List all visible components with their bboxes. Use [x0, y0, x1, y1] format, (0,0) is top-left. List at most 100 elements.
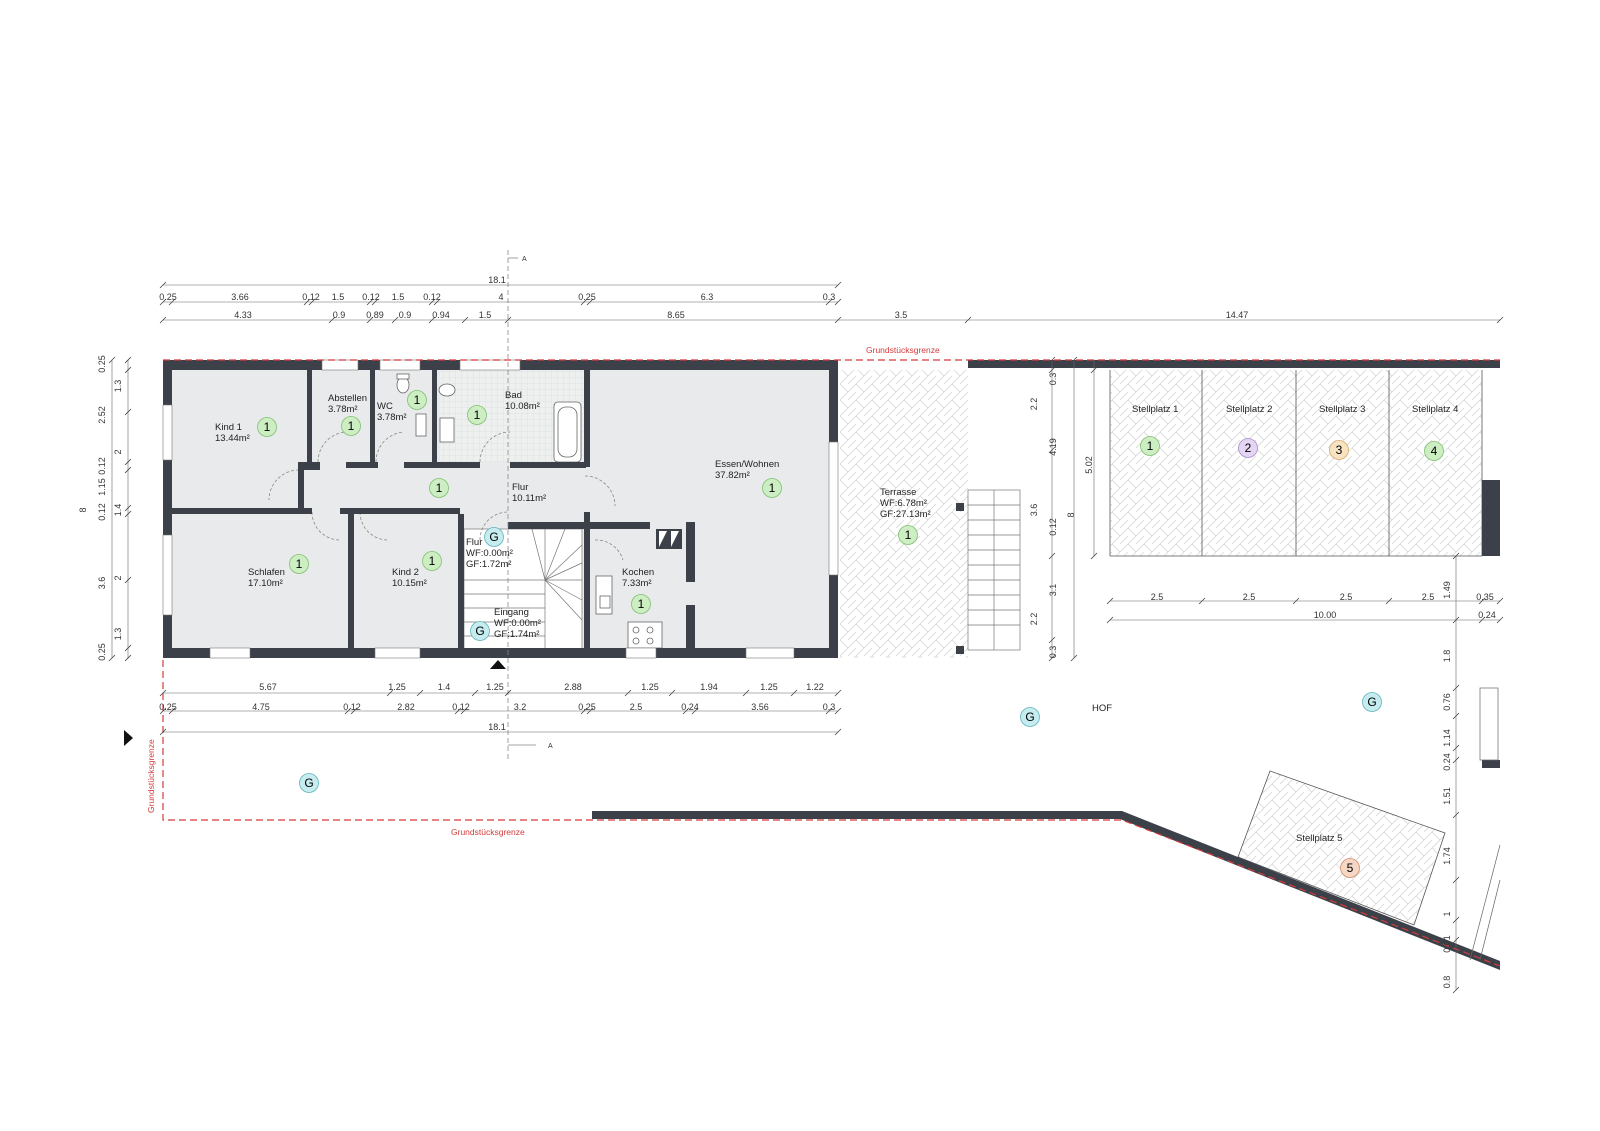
sink-bad [439, 417, 455, 443]
dimension-tick [586, 707, 594, 715]
dim-top1-0: 0.25 [159, 292, 177, 302]
dimension-tick [366, 298, 374, 306]
dim-park-2: 2.5 [1340, 592, 1353, 602]
dimension-tick [1452, 684, 1460, 692]
room-wc-area: 3.78m² [377, 412, 407, 423]
dim-bot1-0: 5.67 [259, 682, 277, 692]
badge-parking-4: 4 [1424, 441, 1444, 461]
dimension-tick [303, 298, 311, 306]
dim-top1-10: 0.3 [823, 292, 836, 302]
dimension-tick [1452, 811, 1460, 819]
dimension-tick [1452, 756, 1460, 764]
parking-1-name: Stellplatz 1 [1132, 404, 1178, 415]
dim-bot1-5: 1.25 [641, 682, 659, 692]
dimension-tick [460, 707, 468, 715]
room-terrasse-gf: GF:27.13m² [880, 509, 931, 520]
badge-flur2: G [484, 527, 504, 547]
dim-court-a-2: 3.6 [1029, 504, 1039, 517]
svg-text:1: 1 [769, 481, 776, 495]
room-abstellen-name: Abstellen [328, 393, 367, 404]
dim-edge-2: 0.76 [1442, 693, 1452, 711]
vertical-dimension-texts: 8 0.25 0.12 1.15 0.12 0.25 1.3 2.52 2 1.… [78, 355, 1452, 988]
dim-court-a-1: 2.2 [1029, 398, 1039, 411]
dimension-tick [1496, 316, 1504, 324]
property-line-label-left: Grundstücksgrenze [146, 739, 156, 813]
dimension-tick [1452, 876, 1460, 884]
property-line-label-bottom: Grundstücksgrenze [451, 827, 525, 837]
svg-text:4: 4 [1431, 444, 1438, 458]
dimension-tick [1292, 597, 1300, 605]
dimension-tick [682, 707, 690, 715]
dimension-tick [168, 707, 176, 715]
badge-parking-5: 5 [1340, 858, 1360, 878]
dimension-lines [111, 284, 1500, 990]
dimension-tick [124, 510, 132, 518]
room-abstellen-area: 3.78m² [328, 404, 358, 415]
dim-bot2-4: 0.12 [452, 702, 470, 712]
dim-left-i-3: 1.4 [113, 504, 123, 517]
dimension-tick [124, 644, 132, 652]
dimension-tick [159, 316, 167, 324]
dim-top2-8: 14.47 [1226, 310, 1249, 320]
dim-top1-2: 0.12 [302, 292, 320, 302]
room-kind1-name: Kind 1 [215, 422, 242, 433]
room-bad-area: 10.08m² [505, 401, 540, 412]
dim-bot2-2: 0.12 [343, 702, 361, 712]
dim-bot2-6: 0.25 [578, 702, 596, 712]
property-line: Grundstücksgrenze Grundstücksgrenze Grun… [146, 345, 1501, 967]
dim-court-b-3: 8 [1066, 512, 1076, 517]
dim-edge-7: 1 [1442, 911, 1452, 916]
dimension-tick [1048, 366, 1056, 374]
dimension-tick [308, 298, 316, 306]
badges: 1 1 1 1 1 1 1 1 1 1 G G 1 2 3 4 5 G G G [257, 390, 1444, 878]
svg-text:1: 1 [296, 557, 303, 571]
parking-4-name: Stellplatz 4 [1412, 404, 1458, 415]
dimension-tick [1070, 654, 1078, 662]
dim-park-3: 2.5 [1422, 592, 1435, 602]
dim-top2-7: 3.5 [895, 310, 908, 320]
dim-bot2-9: 3.56 [751, 702, 769, 712]
dimension-texts: 18.1 0.25 3.66 0.12 1.5 0.12 1.5 0.12 4 … [159, 275, 1496, 732]
dim-top2-0: 4.33 [234, 310, 252, 320]
dim-top2-4: 0.94 [432, 310, 450, 320]
dimension-tick [586, 298, 594, 306]
dim-top1-9: 6.3 [701, 292, 714, 302]
dim-edge-3: 1.14 [1442, 729, 1452, 747]
dim-bot1-1: 1.25 [388, 682, 406, 692]
room-flur2-gf: GF:1.72m² [466, 559, 511, 570]
room-labels: Kind 1 13.44m² Abstellen 3.78m² WC 3.78m… [215, 390, 1458, 844]
dimension-tick [668, 689, 676, 697]
dimension-tick [159, 298, 167, 306]
dimension-tick [159, 707, 167, 715]
badge-bad: 1 [467, 405, 487, 425]
dimension-tick [1452, 712, 1460, 720]
dim-court-a-0: 0.3 [1048, 373, 1058, 386]
dimension-tick [124, 356, 132, 364]
svg-text:G: G [1025, 710, 1034, 724]
svg-text:3: 3 [1336, 443, 1343, 457]
dim-court-b-0: 4.19 [1048, 438, 1058, 456]
dim-bot2-1: 4.75 [252, 702, 270, 712]
badge-essen: 1 [762, 478, 782, 498]
dim-bot1-7: 1.25 [760, 682, 778, 692]
dim-edge-0: 1.49 [1442, 581, 1452, 599]
room-essen-area: 37.82m² [715, 470, 750, 481]
svg-text:1: 1 [264, 420, 271, 434]
dim-top1-8: 0.25 [578, 292, 596, 302]
dimension-ticks [108, 281, 1504, 994]
dimension-tick [124, 458, 132, 466]
entrance-arrow [490, 660, 506, 669]
dim-bot1-2: 1.4 [438, 682, 451, 692]
dim-park-1: 2.5 [1243, 592, 1256, 602]
dim-left-i-4: 2 [113, 575, 123, 580]
dimension-tick [350, 707, 358, 715]
sink-wc [415, 413, 427, 437]
dimension-tick [834, 316, 842, 324]
dim-top1-3: 1.5 [332, 292, 345, 302]
dim-left-o-2: 1.15 [97, 478, 107, 496]
room-kind2-name: Kind 2 [392, 567, 419, 578]
room-schlafen-name: Schlafen [248, 567, 285, 578]
badge-abstellen: 1 [341, 416, 361, 436]
dimension-tick [124, 408, 132, 416]
dim-left-o-3: 0.12 [97, 503, 107, 521]
